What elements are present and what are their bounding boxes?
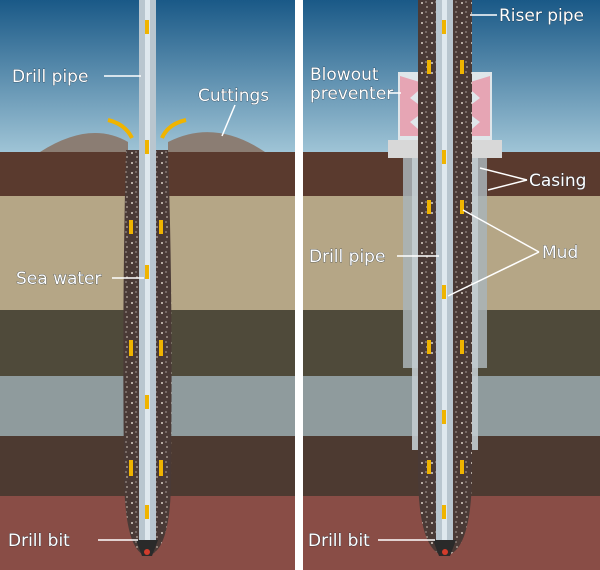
left-pipe-flow-arrows xyxy=(145,20,149,519)
label-drill-pipe-right: Drill pipe xyxy=(309,247,385,267)
right-drill-bit xyxy=(433,540,456,556)
left-spray-arc xyxy=(107,118,134,139)
cuttings-pile-right xyxy=(168,132,265,152)
label-casing: Casing xyxy=(529,171,586,191)
right-panel: Riser pipe Blowout preventer Casing Dril… xyxy=(303,0,600,570)
cuttings-pile-left xyxy=(40,133,128,152)
right-spray-arc xyxy=(160,118,187,139)
label-cuttings: Cuttings xyxy=(198,86,269,106)
label-drill-bit-left: Drill bit xyxy=(8,531,70,551)
panel-divider xyxy=(295,0,303,570)
label-drill-bit-right: Drill bit xyxy=(308,531,370,551)
label-blowout-line2: preventer xyxy=(310,84,393,104)
left-drill-bit xyxy=(136,540,158,556)
label-riser-pipe: Riser pipe xyxy=(499,6,584,26)
label-drill-pipe-left: Drill pipe xyxy=(12,67,88,87)
label-sea-water: Sea water xyxy=(16,269,102,289)
left-panel: Drill pipe Cuttings Sea water Drill bit xyxy=(0,0,295,570)
right-pipe-flow-arrows xyxy=(442,20,446,519)
label-blowout-line1: Blowout xyxy=(310,65,379,85)
right-annulus-flow-arrows xyxy=(427,60,464,474)
bop-ram-right xyxy=(464,76,490,136)
left-annulus-flow-arrows xyxy=(129,220,163,476)
bop-ram-left xyxy=(400,76,426,136)
label-mud: Mud xyxy=(542,243,578,263)
